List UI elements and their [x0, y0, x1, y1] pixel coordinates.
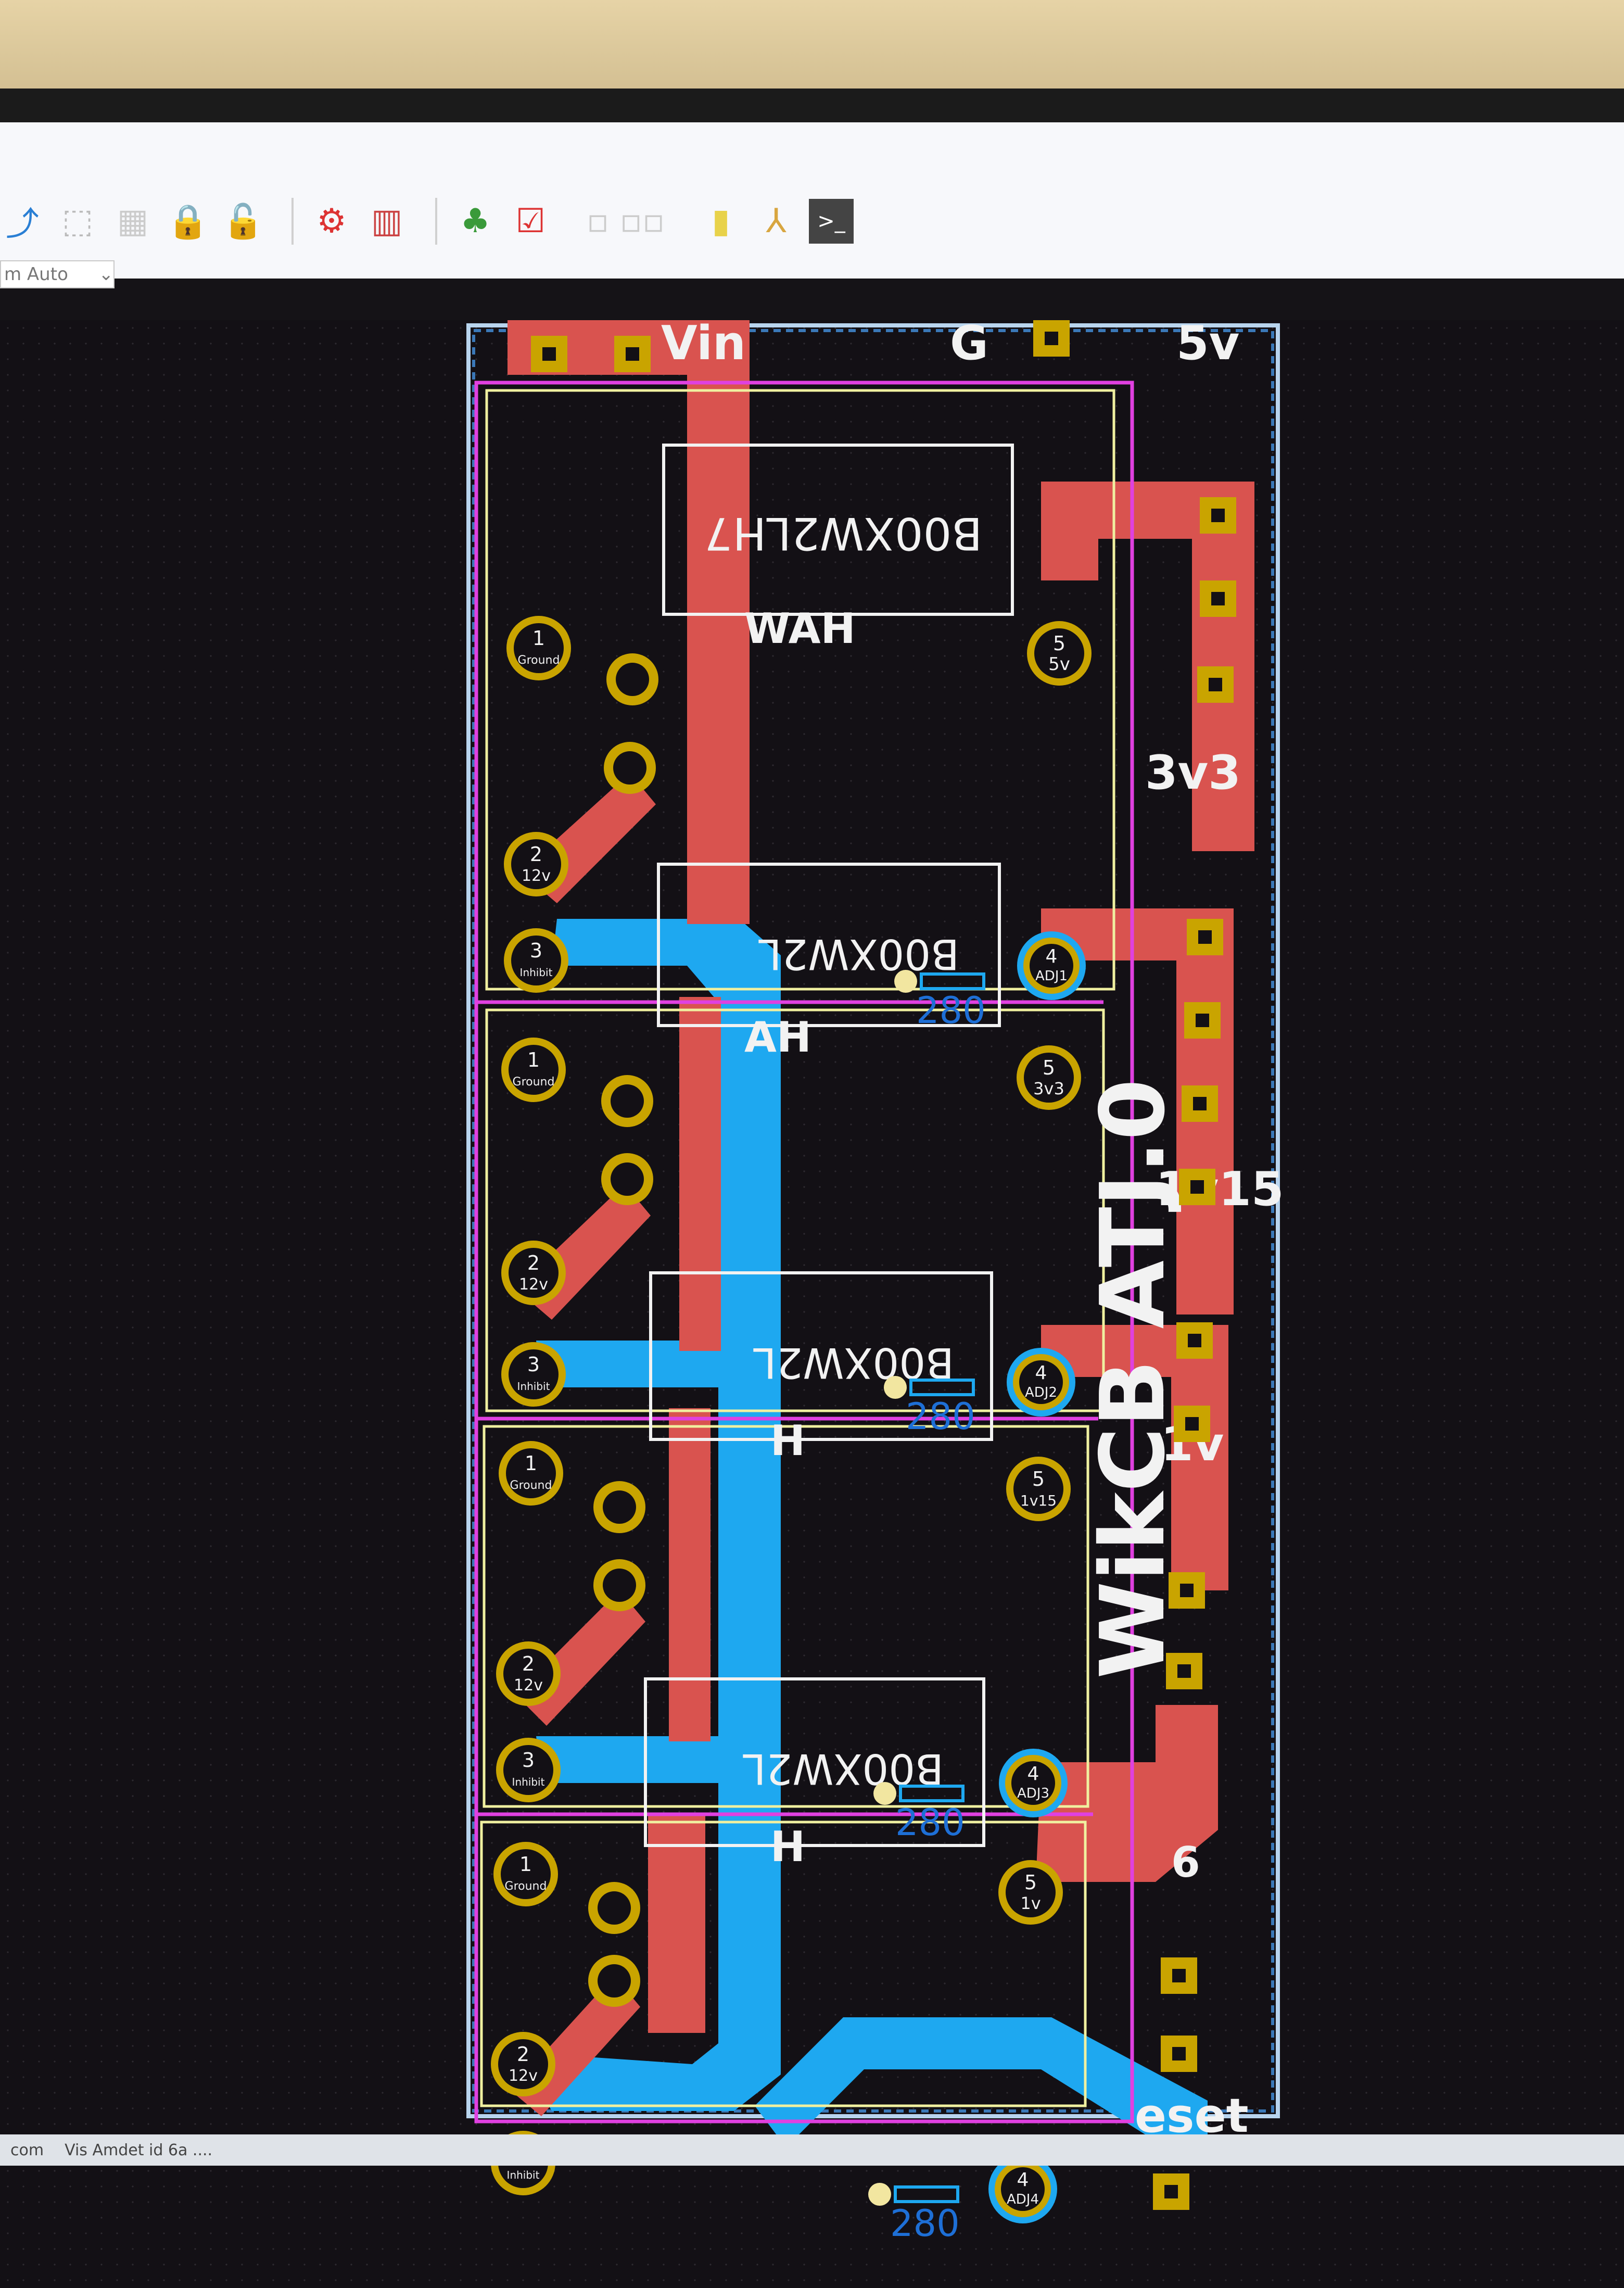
label-g: G [950, 320, 988, 371]
cap-pads [588, 653, 658, 2007]
svg-text:1: 1 [525, 1452, 537, 1475]
pcb-drawing: B00XW2LH7 WAH B00XW2L AH B00XW2L H B00XW… [466, 315, 1284, 2245]
svg-text:12v: 12v [509, 2067, 538, 2085]
board-keepout [472, 329, 1274, 2113]
svg-text:5: 5 [1032, 1468, 1045, 1490]
label-3v3: 3v3 [1145, 745, 1241, 800]
svg-text:280: 280 [895, 1801, 965, 1844]
svg-text:Inhibit: Inhibit [517, 1380, 550, 1393]
svg-text:ADJ2: ADJ2 [1025, 1385, 1057, 1400]
unlock-icon[interactable]: 🔓 [222, 202, 264, 241]
console-icon[interactable]: >_ [809, 199, 854, 244]
drc-icon[interactable]: ⚙ [316, 202, 347, 241]
highlight-icon[interactable]: ▮ [712, 202, 730, 241]
svg-text:3: 3 [530, 939, 542, 962]
modules: B00XW2LH7 WAH B00XW2L AH B00XW2L H B00XW… [644, 444, 1014, 1871]
module-1-name: B00XW2LH7 [704, 507, 982, 559]
module-4-wah: H [770, 1823, 805, 1871]
footprint-icon[interactable]: ♣ [460, 202, 490, 241]
tree-icon[interactable]: ⅄ [766, 202, 786, 241]
application-window: ⤴ ⬚ ▦ 🔒 🔓 ⚙ ▥ ♣ ☑ ▫ ▫▫ ▮ ⅄ >_ m Auto ⌄ [0, 122, 1624, 2288]
svg-text:4: 4 [1046, 946, 1058, 967]
svg-text:2: 2 [530, 843, 542, 866]
toolbar-separator [291, 198, 294, 245]
svg-text:1: 1 [527, 1048, 540, 1071]
svg-text:1v: 1v [1020, 1893, 1041, 1913]
status-right: Vis Amdet id 6a .... [65, 2141, 213, 2159]
svg-text:Ground: Ground [505, 1880, 547, 1893]
svg-text:Ground: Ground [518, 654, 560, 667]
net-labels: Vin G 5v 3v3 1v15 1v 6 eset [661, 316, 1284, 2143]
board-title: WikCB ATJ.0 [1082, 1079, 1185, 1679]
module-1-wah: WAH [744, 604, 856, 653]
module-2-name: B00XW2L [758, 930, 959, 978]
svg-text:280: 280 [906, 1395, 975, 1438]
zoom-row: m Auto ⌄ [0, 260, 115, 289]
svg-text:4: 4 [1035, 1362, 1047, 1384]
zoom-select[interactable]: m Auto ⌄ [0, 260, 115, 288]
svg-text:12v: 12v [514, 1676, 543, 1695]
select-icon[interactable]: ⬚ [61, 202, 94, 241]
board-edge [466, 323, 1280, 2118]
svg-text:Ground: Ground [513, 1076, 555, 1089]
svg-text:Ground: Ground [510, 1479, 552, 1492]
chevron-down-icon: ⌄ [98, 264, 114, 285]
svg-text:3: 3 [522, 1749, 535, 1772]
svg-text:2: 2 [527, 1252, 540, 1274]
label-reset: eset [1135, 2089, 1249, 2143]
svg-text:5: 5 [1024, 1871, 1037, 1894]
svg-text:ADJ4: ADJ4 [1007, 2192, 1039, 2207]
svg-text:4: 4 [1027, 1763, 1039, 1785]
pcb-canvas[interactable]: B00XW2LH7 WAH B00XW2L AH B00XW2L H B00XW… [0, 315, 1624, 2288]
module-1: B00XW2LH7 WAH [662, 444, 1014, 653]
svg-text:ADJ1: ADJ1 [1035, 968, 1068, 984]
toolbar-separator [435, 198, 437, 245]
monitor-bezel [0, 89, 1624, 125]
svg-text:3v3: 3v3 [1033, 1079, 1064, 1098]
svg-text:2: 2 [522, 1652, 535, 1675]
zoom-label: m Auto [4, 264, 68, 285]
label-1v15: 1v15 [1156, 1162, 1284, 1217]
svg-text:1: 1 [519, 1853, 532, 1876]
svg-text:Inhibit: Inhibit [507, 2169, 540, 2181]
label-6: 6 [1171, 1838, 1200, 1887]
label-5v: 5v [1176, 320, 1239, 371]
svg-text:3: 3 [527, 1353, 540, 1376]
svg-text:5v: 5v [1048, 654, 1070, 675]
svg-text:1: 1 [532, 627, 545, 650]
status-left: com [10, 2141, 44, 2159]
grid-icon[interactable]: ▦ [117, 202, 149, 241]
label-vin: Vin [661, 320, 746, 371]
svg-text:4: 4 [1017, 2169, 1029, 2191]
checklist-icon[interactable]: ☑ [515, 202, 545, 241]
library-icon[interactable]: ▥ [371, 202, 403, 241]
module-2: B00XW2L AH [657, 863, 1001, 1061]
main-toolbar: ⤴ ⬚ ▦ 🔒 🔓 ⚙ ▥ ♣ ☑ ▫ ▫▫ ▮ ⅄ >_ m Auto ⌄ [0, 122, 1624, 288]
svg-text:2: 2 [517, 2043, 529, 2066]
svg-text:ADJ3: ADJ3 [1017, 1786, 1049, 1801]
status-bar: com Vis Amdet id 6a .... [0, 2134, 1624, 2166]
svg-text:280: 280 [916, 989, 986, 1032]
svg-text:5: 5 [1053, 632, 1065, 655]
net-icon[interactable]: ▫ ▫▫ [586, 202, 665, 241]
module-3-wah: H [770, 1417, 805, 1465]
svg-text:Inhibit: Inhibit [512, 1776, 545, 1788]
svg-text:Inhibit: Inhibit [520, 966, 553, 979]
lock-icon[interactable]: 🔒 [167, 202, 209, 241]
svg-text:12v: 12v [522, 867, 551, 885]
module-outlines [480, 389, 1115, 2107]
svg-text:280: 280 [890, 2202, 960, 2245]
svg-text:1v15: 1v15 [1020, 1492, 1057, 1509]
svg-text:12v: 12v [519, 1275, 548, 1294]
svg-text:5: 5 [1043, 1056, 1055, 1079]
toolbar-icons: ⤴ ⬚ ▦ 🔒 🔓 ⚙ ▥ ♣ ☑ ▫ ▫▫ ▮ ⅄ >_ [0, 190, 864, 252]
route-icon[interactable]: ⤴ [6, 205, 39, 244]
module-2-wah: AH [744, 1013, 811, 1061]
